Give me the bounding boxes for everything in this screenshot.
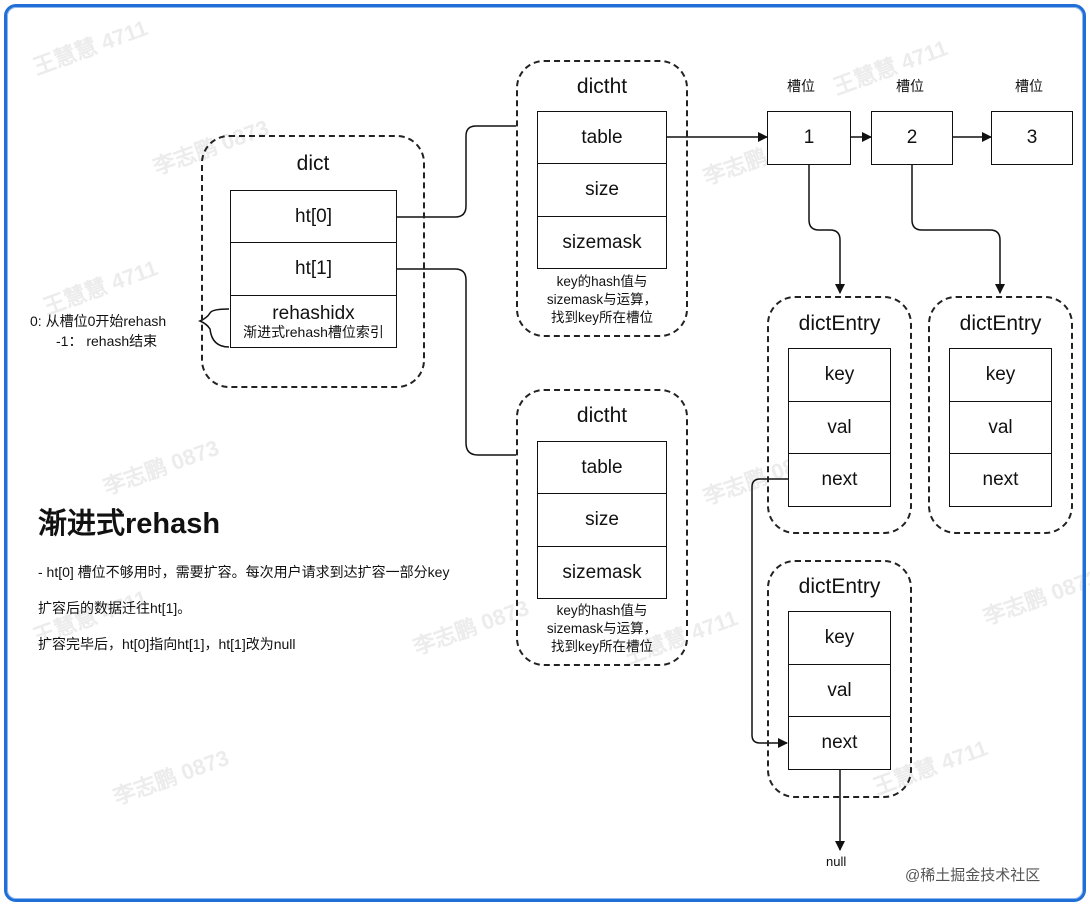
slot-3: 3	[991, 111, 1073, 165]
dict-entry-c-val: val	[788, 664, 891, 717]
section-heading: 渐进式rehash	[38, 508, 221, 540]
dict-entry-a-next: next	[788, 453, 891, 507]
section-paragraph-2: 扩容后的数据迁往ht[1]。	[38, 600, 192, 616]
ht0-cell: ht[0]	[230, 190, 397, 243]
dictht-bottom-note-1: key的hash值与	[556, 603, 648, 618]
dict-entry-a-val: val	[788, 401, 891, 454]
dictht-top-size: size	[537, 163, 667, 217]
null-label: null	[826, 854, 847, 869]
dict-entry-c-group	[767, 560, 912, 798]
dictht-bottom-table: table	[537, 441, 667, 494]
dictht-bottom-note: key的hash值与 sizemask与运算， 找到key所在槽位	[516, 602, 688, 657]
footer-credit: @稀土掘金技术社区	[905, 867, 1041, 884]
dict-entry-b-next: next	[949, 453, 1052, 507]
dict-entry-c-key: key	[788, 611, 891, 665]
dict-entry-b-key: key	[949, 348, 1052, 402]
dictht-bottom-group	[516, 389, 688, 666]
dictht-bottom-size: size	[537, 493, 667, 547]
slot-2-label: 槽位	[896, 78, 924, 94]
dictht-top-table: table	[537, 111, 667, 164]
dictht-top-note-2: sizemask与运算，	[546, 292, 658, 308]
section-paragraph-3: 扩容完毕后，ht[0]指向ht[1]，ht[1]改为null	[38, 636, 296, 652]
dictht-bottom-note-2: sizemask与运算，	[546, 621, 658, 637]
slot-1-label: 槽位	[787, 78, 815, 94]
dict-entry-a-key: key	[788, 348, 891, 402]
legend-line-2: -1： rehash结束	[56, 333, 158, 349]
dictht-bottom-title: dictht	[576, 404, 628, 427]
rehashidx-label: rehashidx	[272, 302, 355, 324]
dictht-top-group	[516, 60, 688, 337]
dict-entry-b-group	[928, 296, 1073, 534]
legend-line-1: 0: 从槽位0开始rehash	[30, 313, 167, 329]
dictht-top-sizemask: sizemask	[537, 216, 667, 269]
dictht-top-note-3: 找到key所在槽位	[550, 310, 653, 326]
slot-1: 1	[767, 111, 851, 165]
ht1-link	[397, 268, 516, 456]
section-paragraph-1: - ht[0] 槽位不够用时，需要扩容。每次用户请求到达扩容一部分key	[38, 564, 450, 580]
dict-title: dict	[296, 152, 330, 175]
dictht-bottom-sizemask: sizemask	[537, 546, 667, 599]
dict-entry-b-val: val	[949, 401, 1052, 454]
slot1-to-entry-arrow	[808, 165, 845, 294]
dict-entry-a-group	[767, 296, 912, 534]
dictht-bottom-note-3: 找到key所在槽位	[550, 639, 653, 655]
next-to-next-arrow	[751, 478, 788, 748]
dictht-top-note-1: key的hash值与	[556, 274, 648, 289]
ht0-link	[397, 125, 516, 218]
slot-2: 2	[871, 111, 953, 165]
dict-entry-a-title: dictEntry	[798, 312, 881, 335]
slot2-to-entry-arrow	[911, 165, 1005, 294]
rehashidx-desc: 渐进式rehash槽位索引	[243, 324, 384, 341]
dict-entry-b-title: dictEntry	[959, 312, 1042, 335]
dict-entry-c-next: next	[788, 716, 891, 770]
slot-3-label: 槽位	[1015, 78, 1043, 94]
legend-brace	[198, 308, 230, 348]
dict-entry-c-title: dictEntry	[798, 575, 881, 598]
dictht-top-note: key的hash值与 sizemask与运算， 找到key所在槽位	[516, 273, 688, 328]
dict-group	[201, 135, 425, 388]
ht1-cell: ht[1]	[230, 242, 397, 296]
dictht-top-title: dictht	[576, 75, 628, 98]
rehashidx-cell: rehashidx 渐进式rehash槽位索引	[230, 295, 397, 348]
